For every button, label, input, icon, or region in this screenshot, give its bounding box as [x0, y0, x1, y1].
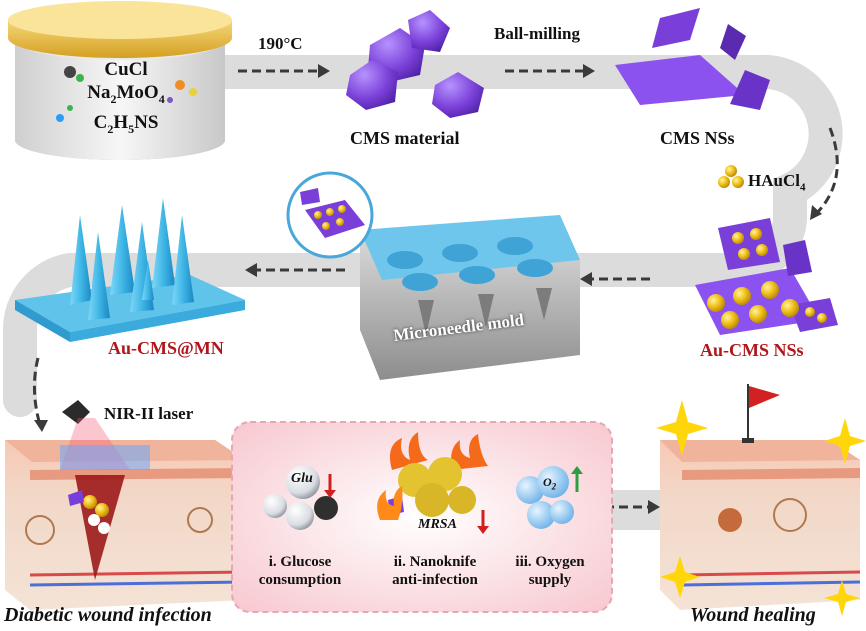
ball-milling-label: Ball-milling — [494, 24, 580, 43]
cms-nss-icon — [615, 8, 770, 110]
cms-nss-label: CMS NSs — [660, 128, 735, 148]
au-cms-nss-label: Au-CMS NSs — [700, 340, 804, 360]
glucose-line1: i. Glucose — [268, 554, 332, 570]
cms-material-icon — [346, 10, 484, 118]
reagent-c: C — [93, 111, 108, 133]
o2-text: O — [543, 475, 552, 489]
glu-label: Glu — [291, 471, 313, 486]
reagent-ns: NS — [134, 111, 159, 133]
nanoknife-line2: anti-infection — [392, 572, 478, 588]
mold-inset-icon — [286, 171, 374, 259]
o2-sub: 2 — [551, 481, 557, 492]
au-cms-nss-icon — [695, 218, 838, 335]
laser-icon — [60, 400, 150, 470]
reagent-h: H — [113, 111, 129, 133]
mrsa-label: MRSA — [418, 517, 457, 532]
oxygen-line1: iii. Oxygen — [515, 554, 585, 570]
reagent-h-sub: 5 — [128, 121, 135, 136]
haucl-sub: 4 — [799, 181, 806, 194]
therapy-panel — [231, 421, 613, 613]
reagent-c-sub: 2 — [107, 121, 114, 136]
mrsa-icon — [388, 432, 488, 517]
haucl4-label: HAuCl4 — [748, 171, 805, 193]
reagent-na2moo4: Na2MoO4 — [78, 81, 174, 111]
sparkle-icon — [656, 400, 866, 616]
flag-icon — [742, 384, 780, 443]
reagent-na: Na — [87, 82, 111, 103]
au-cms-mn-label: Au-CMS@MN — [108, 338, 224, 358]
nanoknife-step: ii. Nanoknife anti-infection — [380, 553, 490, 589]
haucl-text: HAuCl — [748, 171, 800, 190]
healed-skin-icon — [660, 440, 861, 610]
arrow-down-icon — [324, 474, 489, 534]
reagent-list: CuCl Na2MoO4 C2H5NS — [78, 58, 174, 141]
arrow-up-icon — [571, 466, 583, 492]
flow-band — [3, 54, 843, 417]
temperature-label: 190°C — [258, 34, 303, 53]
reagent-na-sub: 2 — [110, 91, 117, 106]
glucose-step: i. Glucose consumption — [250, 553, 350, 589]
reagent-moo-sub: 4 — [158, 91, 165, 106]
nir-laser-label: NIR-II laser — [104, 404, 194, 423]
o2-label: O2 — [543, 475, 556, 491]
reagent-moo: MoO — [116, 82, 159, 103]
diabetic-wound-label: Diabetic wound infection — [4, 604, 212, 626]
microneedle-mold-icon — [360, 215, 580, 380]
glucose-line2: consumption — [258, 572, 342, 588]
wound-healing-label: Wound healing — [690, 604, 816, 626]
reagent-jar — [8, 1, 232, 160]
reagent-cucl: CuCl — [104, 59, 148, 80]
cms-material-label: CMS material — [350, 128, 460, 148]
oxygen-line2: supply — [528, 572, 572, 588]
nanoknife-line1: ii. Nanoknife — [393, 554, 477, 570]
arrow-dashed-icon — [32, 69, 839, 509]
reagent-c2h5ns: C2H5NS — [78, 111, 174, 141]
oxygen-step: iii. Oxygen supply — [500, 553, 600, 589]
flame-icon — [377, 486, 403, 520]
arrow-heads — [34, 64, 822, 514]
gold-cluster-icon — [718, 165, 744, 188]
au-cms-mn-icon — [15, 198, 245, 342]
glucose-icon — [263, 465, 338, 530]
oxygen-icon — [516, 466, 574, 529]
